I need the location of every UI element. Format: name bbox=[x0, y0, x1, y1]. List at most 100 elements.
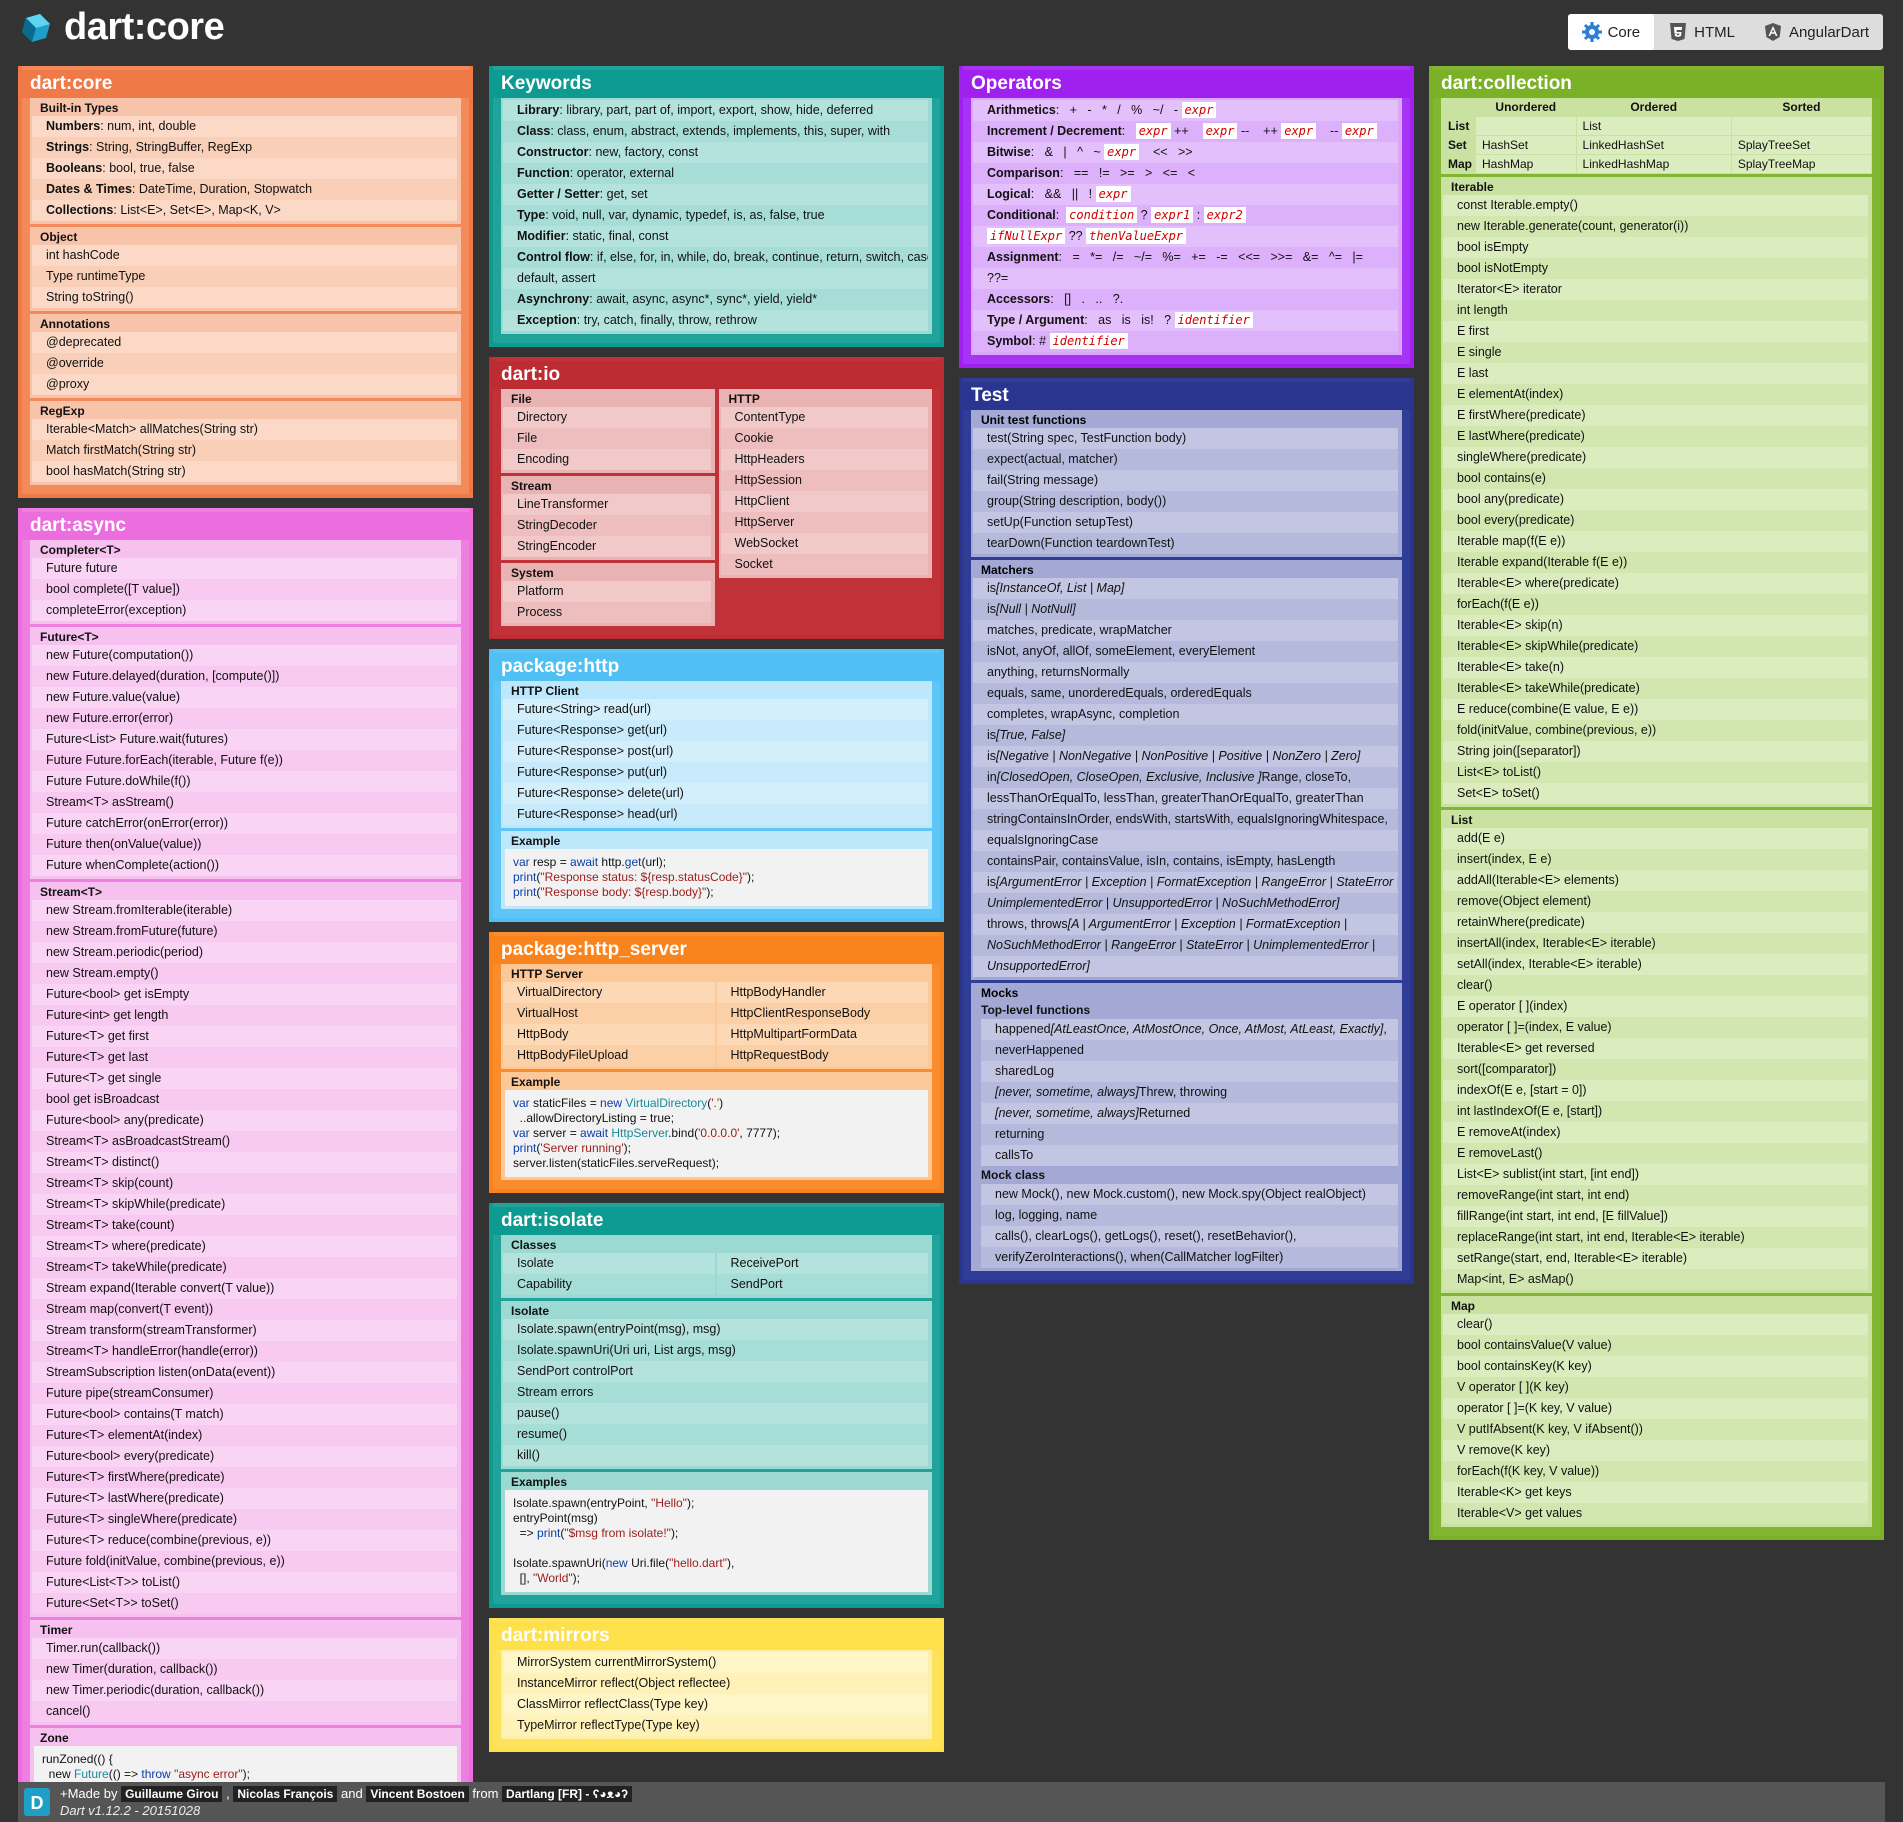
list-item: Future fold(initValue, combine(previous,… bbox=[32, 1551, 457, 1572]
item-label: Constructor bbox=[517, 145, 589, 159]
panel-package-http: package:http HTTP Client Future<String> … bbox=[489, 649, 944, 922]
code-line: Isolate.spawnUri(new Uri.file("hello.dar… bbox=[513, 1556, 920, 1571]
code-token: get bbox=[624, 855, 642, 869]
list-item: LineTransformer bbox=[503, 494, 711, 515]
html5-icon bbox=[1670, 23, 1687, 41]
dart-badge-icon: D bbox=[24, 1788, 50, 1816]
author-link[interactable]: Guillaume Girou bbox=[121, 1786, 223, 1802]
table-cell: LinkedHashSet bbox=[1575, 134, 1732, 155]
list-item: new Stream.fromIterable(iterable) bbox=[32, 900, 457, 921]
section-example: Example var staticFiles = new VirtualDir… bbox=[501, 1072, 932, 1180]
placeholder-token: expr1 bbox=[1151, 207, 1194, 223]
list-item: new Stream.empty() bbox=[32, 963, 457, 984]
text-segment: Logical bbox=[987, 187, 1031, 201]
section-header: HTTP bbox=[728, 392, 760, 406]
table-header bbox=[1442, 98, 1476, 116]
list-item: int lastIndexOf(E e, [start]) bbox=[1443, 1100, 1868, 1122]
list-item: V putIfAbsent(K key, V ifAbsent()) bbox=[1443, 1418, 1868, 1440]
text-segment: : as is is! ? bbox=[1084, 313, 1175, 327]
list-item: Asynchrony: await, async, async*, sync*,… bbox=[503, 289, 928, 310]
text-segment: is bbox=[987, 749, 997, 763]
gear-icon bbox=[1581, 22, 1602, 42]
list-item: Accessors: [] . .. ?. bbox=[973, 289, 1398, 310]
list-item: anything, returnsNormally bbox=[973, 662, 1398, 683]
panel-title: Operators bbox=[963, 70, 1410, 98]
text-segment: neverHappened bbox=[995, 1043, 1084, 1057]
table-cell: Map bbox=[1441, 153, 1476, 174]
placeholder-token: expr bbox=[1202, 123, 1238, 139]
list-item: Stream transform(streamTransformer) bbox=[32, 1320, 457, 1341]
table-cell bbox=[1475, 115, 1577, 136]
text-segment: -- ++ bbox=[1237, 124, 1282, 138]
author-link[interactable]: Nicolas François bbox=[233, 1786, 338, 1802]
list-item: Future<Response> put(url) bbox=[503, 762, 928, 783]
list-item: TypeMirror reflectType(Type key) bbox=[503, 1715, 928, 1736]
dart-logo-icon bbox=[22, 14, 50, 42]
list-item: setRange(start, end, Iterable<E> iterabl… bbox=[1443, 1247, 1868, 1269]
list-item: indexOf(E e, [start = 0]) bbox=[1443, 1079, 1868, 1101]
list-item: bool containsValue(V value) bbox=[1443, 1334, 1868, 1356]
list-item: Comparison: == != >= > <= < bbox=[973, 163, 1398, 184]
text-segment: [True, False] bbox=[996, 728, 1066, 742]
item-value: : await, async, async*, sync*, yield, yi… bbox=[589, 292, 818, 306]
list-item: E elementAt(index) bbox=[1443, 383, 1868, 405]
list-item: new Future.value(value) bbox=[32, 687, 457, 708]
section-header: Timer bbox=[40, 1623, 73, 1637]
list-item: new Future(computation()) bbox=[32, 645, 457, 666]
text-segment: UnsupportedError] bbox=[987, 959, 1090, 973]
text-segment: [AtLeastOnce, AtMostOnce, Once, AtMost, … bbox=[1050, 1022, 1384, 1036]
tab-bar: Core HTML AngularDart bbox=[1567, 14, 1883, 50]
author-link[interactable]: Vincent Bostoen bbox=[366, 1786, 469, 1802]
panel-operators: Operators Arithmetics: + - * / % ~/ - ex… bbox=[959, 66, 1414, 368]
org-link[interactable]: Dartlang [FR] - ʕ◕ᴥ◕ʔ bbox=[502, 1786, 632, 1802]
list-item: Future<Set<T>> toSet() bbox=[32, 1593, 457, 1614]
list-item: ReceivePort bbox=[716, 1253, 928, 1274]
list-item: kill() bbox=[503, 1445, 928, 1466]
list-item: Future<T> singleWhere(predicate) bbox=[32, 1509, 457, 1530]
section-mocks: Mocks Top-level functions happened[AtLea… bbox=[971, 983, 1402, 1271]
text-segment: equals, same, unorderedEquals, orderedEq… bbox=[987, 686, 1252, 700]
list-item: Future<bool> contains(T match) bbox=[32, 1404, 457, 1425]
panel-title: package:http_server bbox=[493, 936, 940, 964]
code-line bbox=[513, 1541, 920, 1556]
panel-dart-core: dart:core Built-in Types Numbers: num, i… bbox=[18, 66, 473, 498]
code-token: '0.0.0.0' bbox=[698, 1126, 740, 1140]
text-segment: Type / Argument bbox=[987, 313, 1085, 327]
list-item: Socket bbox=[720, 554, 928, 575]
item-label: Exception bbox=[517, 313, 577, 327]
list-item: setAll(index, Iterable<E> iterable) bbox=[1443, 953, 1868, 975]
list-item: List<E> toList() bbox=[1443, 761, 1868, 783]
list-item: is[ArgumentError | Exception | FormatExc… bbox=[973, 872, 1398, 893]
tab-core[interactable]: Core bbox=[1567, 14, 1655, 50]
code-token: "Response status: ${resp.statusCode}" bbox=[540, 870, 747, 884]
list-item: Isolate bbox=[503, 1253, 715, 1274]
item-value: : static, final, const bbox=[565, 229, 669, 243]
list-item: bool containsKey(K key) bbox=[1443, 1355, 1868, 1377]
list-item: String toString() bbox=[32, 287, 457, 308]
item-value: default, assert bbox=[517, 271, 596, 285]
table-cell: HashSet bbox=[1475, 134, 1577, 155]
list-item: ifNullExpr ?? thenValueExpr bbox=[973, 226, 1398, 247]
text-segment: << >> bbox=[1139, 145, 1193, 159]
list-item: HttpHeaders bbox=[720, 449, 928, 470]
tab-angulardart[interactable]: AngularDart bbox=[1749, 14, 1883, 50]
text-segment: [never, sometime, always] bbox=[995, 1106, 1139, 1120]
list-item: bool any(predicate) bbox=[1443, 488, 1868, 510]
code-line: var staticFiles = new VirtualDirectory('… bbox=[513, 1096, 920, 1111]
list-item: StreamSubscription listen(onData(event)) bbox=[32, 1362, 457, 1383]
code-token: 'Server running' bbox=[540, 1141, 624, 1155]
list-item: Type runtimeType bbox=[32, 266, 457, 287]
section-header: List bbox=[1451, 812, 1473, 827]
footer: D +Made by Guillaume Girou , Nicolas Fra… bbox=[18, 1782, 1885, 1822]
panel-test: Test Unit test functions test(String spe… bbox=[959, 378, 1414, 1284]
list-item: Timer.run(callback()) bbox=[32, 1638, 457, 1659]
tab-html[interactable]: HTML bbox=[1654, 14, 1749, 50]
list-item: removeRange(int start, int end) bbox=[1443, 1184, 1868, 1206]
table-cell bbox=[1730, 115, 1873, 136]
list-item: Capability bbox=[503, 1274, 715, 1295]
list-item: pause() bbox=[503, 1403, 928, 1424]
